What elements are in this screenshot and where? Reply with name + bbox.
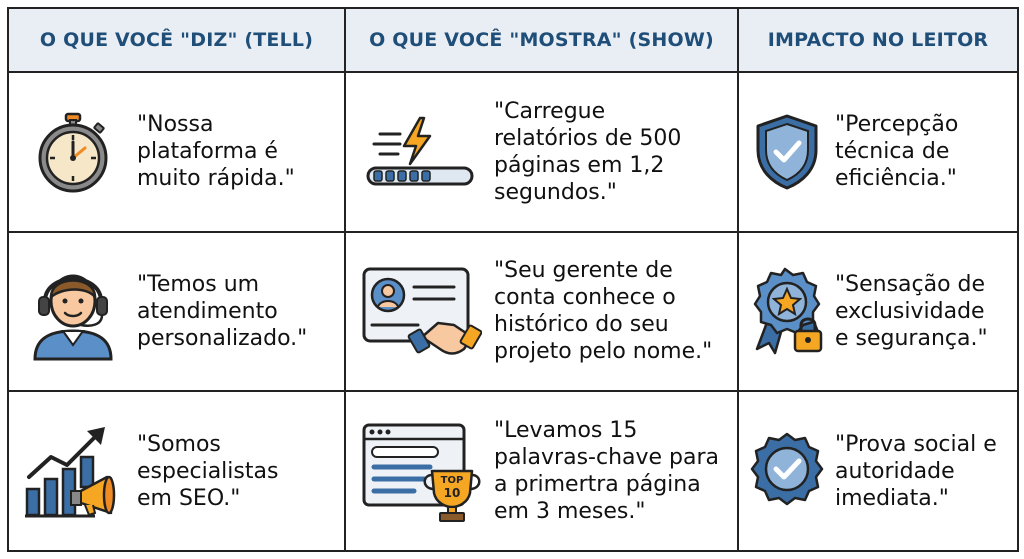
header-tell: O QUE VOCÊ "DIZ" (TELL)	[7, 7, 346, 73]
search-trophy-icon: TOP 10	[346, 419, 494, 523]
trophy-number-label: 10	[444, 486, 461, 500]
stopwatch-icon	[9, 108, 137, 196]
header-impact: IMPACTO NO LEITOR	[737, 7, 1019, 73]
header-show: O QUE VOCÊ "MOSTRA" (SHOW)	[344, 7, 739, 73]
support-agent-icon	[9, 261, 137, 361]
profile-handshake-icon	[346, 263, 494, 359]
badge-lock-icon	[739, 265, 835, 357]
growth-megaphone-icon	[9, 423, 137, 519]
lightning-progress-icon	[346, 112, 494, 192]
header-row: O QUE VOCÊ "DIZ" (TELL) O QUE VOCÊ "MOST…	[7, 7, 1019, 73]
trophy-top-label: TOP	[441, 475, 464, 486]
comparison-table: O QUE VOCÊ "DIZ" (TELL) O QUE VOCÊ "MOST…	[7, 7, 1019, 552]
check-seal-icon	[739, 431, 835, 511]
shield-check-icon	[739, 112, 835, 192]
